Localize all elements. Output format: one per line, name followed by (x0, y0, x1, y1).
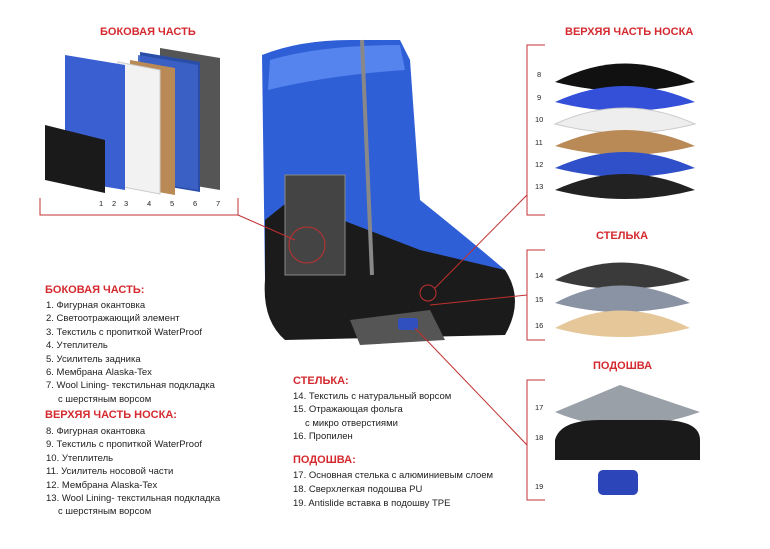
layer-number: 12 (535, 160, 544, 169)
list-item: 16. Пропилен (293, 431, 353, 443)
toe-title: ВЕРХЯЯ ЧАСТЬ НОСКА (565, 26, 694, 38)
toe-layers (553, 63, 697, 199)
layer-number: 15 (535, 295, 544, 304)
layer-number: 19 (535, 482, 544, 491)
layer-number: 5 (170, 199, 175, 208)
connector-lines (237, 44, 545, 501)
layer-number: 13 (535, 182, 544, 191)
legend-sole-list: 17. Основная стелька с алюминиевым слоем… (293, 469, 493, 511)
layer-number: 2 (112, 199, 117, 208)
layer-number: 10 (535, 115, 544, 124)
list-item: 2. Светоотражающий элемент (46, 313, 180, 325)
list-item: 12. Мембрана Alaska-Tex (46, 479, 158, 491)
list-item: 7. Wool Lining- текстильная подкладка (46, 380, 215, 392)
legend-side-title: БОКОВАЯ ЧАСТЬ: (45, 284, 145, 296)
list-item: с шерстяным ворсом (58, 506, 152, 518)
boot-image (262, 39, 515, 345)
legend-toe-list: 8. Фигурная окантовка 9. Текстиль с проп… (46, 425, 220, 519)
layer-number: 11 (535, 138, 543, 147)
list-item: 5. Усилитель задника (46, 353, 141, 365)
list-item: 9. Текстиль с пропиткой WaterProof (46, 439, 203, 451)
legend-insole-title: СТЕЛЬКА: (293, 375, 349, 387)
legend-toe-title: ВЕРХЯЯ ЧАСТЬ НОСКА: (45, 409, 177, 421)
sole-layers (555, 385, 700, 495)
layer-number: 8 (537, 70, 542, 79)
side-title: БОКОВАЯ ЧАСТЬ (100, 26, 196, 38)
layer-number: 16 (535, 321, 544, 330)
layer-number: 9 (537, 93, 542, 102)
list-item: 15. Отражающая фольга (293, 404, 403, 416)
list-item: 4. Утеплитель (46, 340, 108, 352)
sole-title: ПОДОШВА (593, 360, 653, 372)
list-item: 17. Основная стелька с алюминиевым слоем (293, 470, 494, 481)
list-item: с шерстяным ворсом (58, 393, 152, 405)
layer-number: 4 (147, 199, 152, 208)
layer-number: 1 (99, 199, 104, 208)
list-item: 14. Текстиль с натуральный ворсом (293, 391, 452, 402)
list-item: 11. Усилитель носовой части (46, 466, 174, 478)
side-layers (45, 48, 220, 195)
insole-layers (555, 262, 690, 337)
layer-number: 18 (535, 433, 544, 442)
layer-number: 17 (535, 403, 544, 412)
insole-title: СТЕЛЬКА (596, 230, 649, 242)
list-item: 19. Antislide вставка в подошву TPE (293, 498, 451, 509)
layer-number: 3 (124, 199, 129, 208)
list-item: 18. Сверхлегкая подошва PU (293, 484, 423, 495)
list-item: с микро отверстиями (305, 417, 398, 429)
legend-sole-title: ПОДОШВА: (293, 454, 356, 466)
list-item: 3. Текстиль с пропиткой WaterProof (46, 326, 203, 338)
list-item: 13. Wool Lining- текстильная подкладка (46, 493, 221, 505)
list-item: 6. Мембрана Alaska-Tex (46, 367, 152, 379)
layer-number: 6 (193, 199, 198, 208)
layer-number: 7 (216, 199, 221, 208)
list-item: 10. Утеплитель (46, 452, 114, 464)
list-item: 8. Фигурная окантовка (46, 426, 146, 437)
list-item: 1. Фигурная окантовка (46, 300, 146, 311)
layer-number: 14 (535, 271, 544, 280)
legend-side-list: 1. Фигурная окантовка 2. Светоотражающий… (46, 299, 215, 406)
legend-insole-list: 14. Текстиль с натуральный ворсом 15. От… (293, 390, 451, 444)
